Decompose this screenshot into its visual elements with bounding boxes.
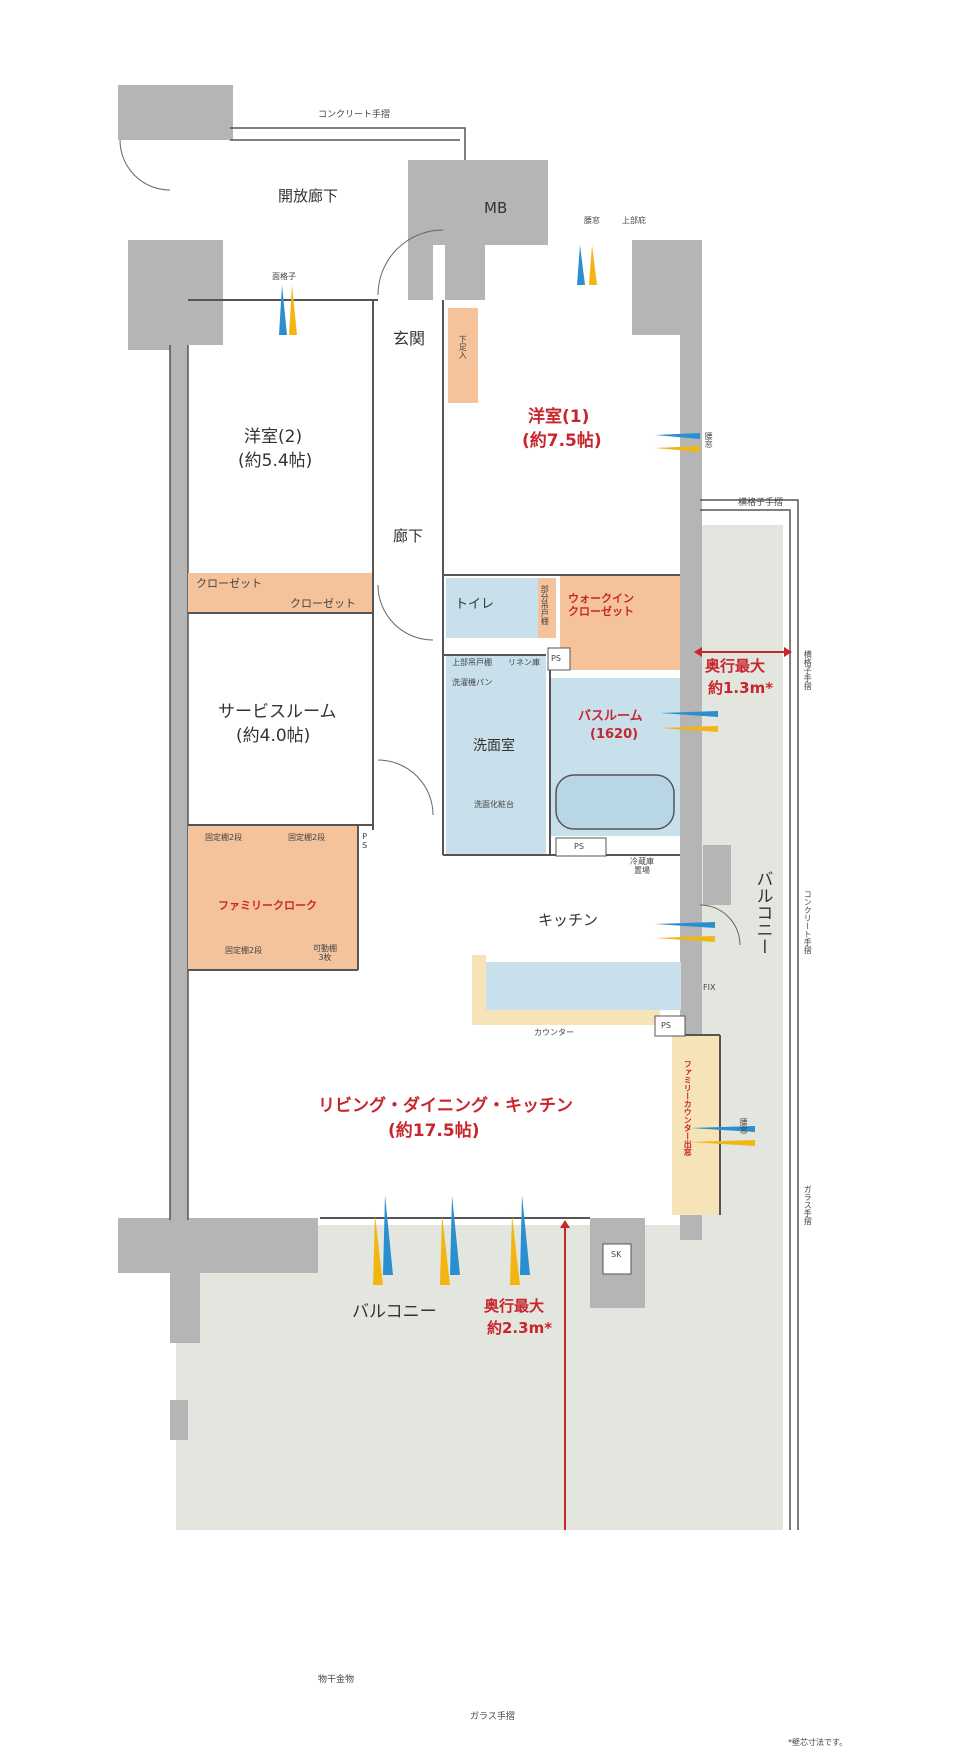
depth-right-value: 約1.3m*	[708, 679, 774, 697]
kitchen-counter-band	[472, 955, 660, 1025]
window-top-label: 腰窓	[584, 216, 600, 225]
walkin-closet-label: ウォークイン クローゼット	[568, 592, 634, 618]
fix-label: FIX	[703, 983, 716, 992]
washer-pan-label: 洗濯機パン	[452, 678, 493, 687]
fixed-shelf-2-label: 固定棚2段	[288, 833, 326, 842]
drying-hardware-label: 物干金物	[318, 1675, 355, 1685]
western-room-2-size: (約5.4帖)	[238, 451, 313, 471]
shoe-storage-box	[448, 308, 478, 403]
movable-shelf-label: 可動棚 3枚	[313, 944, 337, 963]
washroom-floor	[446, 655, 546, 855]
vanity-label: 洗面化粧台	[474, 800, 514, 809]
kitchen-sink-counter	[486, 962, 681, 1010]
western-room-2-name: 洋室(2)	[244, 427, 303, 447]
service-room-name: サービスルーム	[218, 702, 337, 722]
depth-bottom-value: 約2.3m*	[487, 1319, 553, 1337]
partitions	[188, 299, 721, 1219]
mb-label: MB	[484, 199, 508, 217]
family-counter-label: ファミリーカウンター出窓	[683, 1060, 693, 1156]
window-lower-label: 腰窓	[739, 1118, 749, 1134]
balcony-bottom-floor	[176, 1225, 783, 1530]
balcony-right-label: バルコニー	[752, 870, 773, 955]
glass-rail-bottom-label: ガラス手摺	[470, 1712, 515, 1722]
entrance-label: 玄関	[393, 329, 426, 348]
horizontal-rail-label: 横格子手摺	[738, 498, 784, 508]
family-cloak-label: ファミリークローク	[218, 899, 317, 912]
wind-arrows	[279, 245, 755, 1285]
depth-bottom-title: 奥行最大	[484, 1297, 545, 1315]
balcony-bottom-label: バルコニー	[352, 1302, 437, 1322]
grille-label: 面格子	[272, 272, 296, 281]
closet-b-label: クローゼット	[290, 597, 356, 610]
glass-rail-right-label: ガラス手摺	[803, 1185, 813, 1225]
fridge-label: 冷蔵庫 置場	[630, 857, 654, 876]
ps-label-1: PS	[551, 654, 561, 663]
footnote-label: *壁芯寸法です。	[788, 1738, 848, 1747]
open-corridor-label: 開放廊下	[278, 187, 339, 205]
window-right-label: 腰窓	[704, 432, 714, 448]
ps-side-label: PS	[360, 832, 370, 850]
toilet-floor	[446, 578, 556, 638]
depth-right-title: 奥行最大	[705, 657, 766, 675]
family-counter-box	[672, 1035, 720, 1215]
linen-label: リネン庫	[508, 658, 540, 667]
ps-label-2: PS	[574, 842, 584, 851]
ldk-size: (約17.5帖)	[388, 1121, 480, 1141]
concrete-rail-top-label: コンクリート手摺	[318, 110, 391, 120]
service-room-size: (約4.0帖)	[236, 726, 311, 746]
family-cloak-box	[188, 825, 358, 970]
ldk-name: リビング・ダイニング・キッチン	[318, 1096, 573, 1116]
partial-shelf-box	[538, 578, 556, 638]
walkin-box	[560, 575, 680, 670]
bathtub	[555, 774, 675, 830]
walls	[118, 85, 731, 1440]
depth-arrows	[560, 647, 792, 1530]
closet-b-box	[273, 573, 373, 613]
bathroom-size: (1620)	[590, 727, 639, 742]
doors	[119, 139, 741, 946]
western-room-1-name: 洋室(1)	[528, 407, 590, 427]
closet-a-box	[188, 573, 273, 613]
wall-lines	[169, 127, 799, 1530]
partial-shelf-label: 部分吊戸棚	[540, 585, 550, 625]
upper-cabinet-label: 上部吊戸棚	[452, 658, 492, 667]
shoe-storage-label: 下足入	[458, 335, 468, 359]
sk-label: SK	[611, 1250, 622, 1259]
fixed-shelf-1-label: 固定棚2段	[205, 833, 243, 842]
washroom-label: 洗面室	[473, 738, 515, 754]
ps-label-3: PS	[661, 1021, 671, 1030]
horizontal-rail-right-label: 横格子手摺	[803, 650, 813, 690]
fixed-shelf-3-label: 固定棚2段	[225, 946, 263, 955]
bathroom-name: バスルーム	[578, 709, 643, 724]
toilet-label: トイレ	[455, 597, 495, 612]
ps-boxes	[547, 647, 686, 1275]
concrete-rail-right-label: コンクリート手摺	[803, 890, 813, 954]
kitchen-label: キッチン	[538, 911, 599, 929]
hallway-label: 廊下	[393, 527, 424, 545]
upper-eaves-label: 上部庇	[622, 216, 646, 225]
counter-label: カウンター	[534, 1028, 574, 1037]
closet-a-label: クローゼット	[196, 577, 262, 590]
floor-plan-svg	[118, 85, 799, 1530]
western-room-1-size: (約7.5帖)	[522, 431, 602, 451]
